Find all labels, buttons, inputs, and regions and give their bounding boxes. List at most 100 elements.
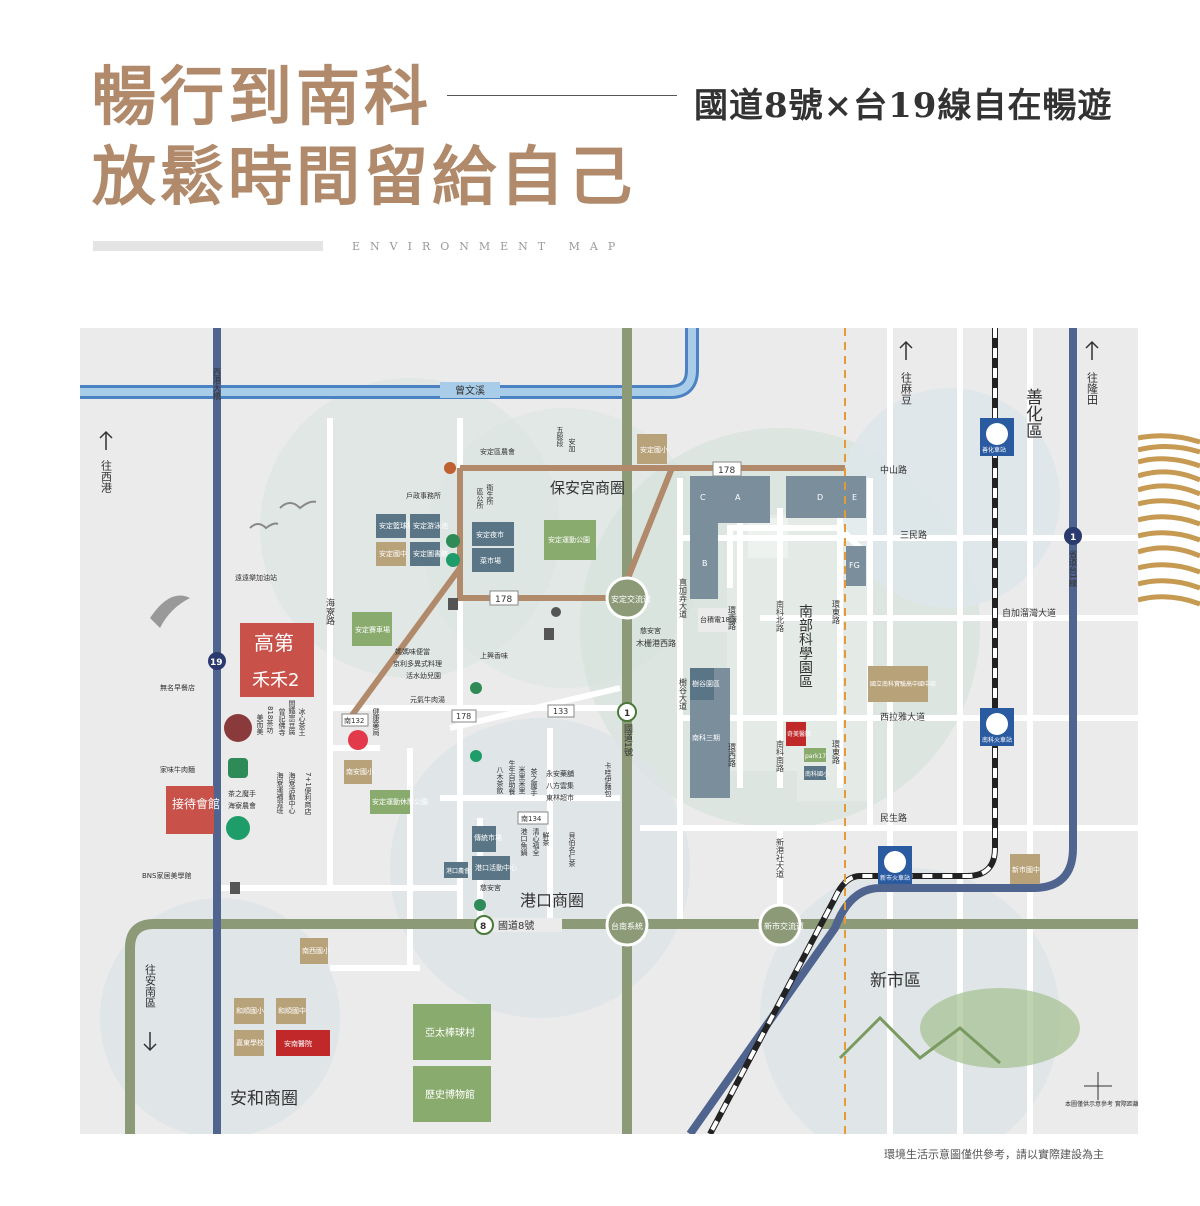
zone-fg (846, 546, 866, 586)
poi-gangkou-farmer (444, 862, 468, 878)
arrow-down-icon (143, 1032, 157, 1052)
poi-shop-g: 海寮活動中心 (288, 771, 296, 814)
district-shanhua: 善化區 (1022, 388, 1043, 439)
road-shield-19 (208, 652, 226, 670)
poi-anding-farmers: 安定區農會 (480, 447, 515, 456)
arrow-up-icon (1085, 340, 1099, 360)
hwy8-shield (474, 915, 494, 935)
hwy1-shield (617, 702, 637, 722)
road-label-1: 1 (1070, 533, 1076, 543)
compass-icon (1084, 1072, 1112, 1100)
interchange-tainan-marker (605, 903, 649, 947)
poi-park17-label: park17 (805, 753, 826, 760)
seven-eleven-icon (474, 899, 486, 911)
road-label-hwy8: 國道8號 (498, 919, 534, 932)
poi-hukou: 戶政事務所 (406, 491, 441, 500)
poi-hejing-junior (276, 998, 306, 1024)
poi-shop-u: 貝伯名仁茶 (568, 832, 576, 867)
decorations: 本圖僅供示意參考 實際距離依現況為主 (150, 500, 1138, 1108)
poi-anding-basketball-label: 安定籃球場 (379, 521, 414, 530)
bird-icon (150, 595, 190, 628)
poi-shop-n: 八木茶飲 (496, 766, 504, 795)
road-shield-178-top (712, 461, 742, 477)
road-label-178-mid: 178 (495, 595, 512, 605)
poi-shop-t: 鮮茶 (542, 831, 550, 846)
road-label-nan132: 南132 (344, 716, 364, 725)
map-canvas: 曾文溪 C (80, 328, 1138, 1134)
poi-district-office: 區公所 (476, 488, 484, 510)
gas-station-icon (448, 598, 458, 610)
poi-shop-v: 卡哇伊麵包 (604, 761, 612, 797)
poi-shop-i: 茶之魔手 (228, 789, 256, 798)
poi-chimei (786, 722, 806, 746)
poi-shop-r: 東林超市 (546, 793, 574, 802)
road-shield-1 (1064, 527, 1082, 545)
hwy8-label-bg (482, 918, 562, 932)
poi-chimei-label: 奇美醫院 (787, 730, 811, 738)
poi-nanan-school-label: 南安國小 (346, 767, 374, 776)
poi-shop-k: 健康藥局 (372, 707, 380, 737)
railway (707, 328, 998, 1134)
poi-shop-d: 818茶坊 (266, 706, 274, 735)
poi-nanxi-school (300, 938, 328, 964)
poi-history-museum (413, 1066, 491, 1122)
hwy1-shield-number: 1 (624, 709, 630, 719)
zone-label-e: E (852, 493, 857, 502)
hwy8-shield-number: 8 (480, 922, 486, 932)
interchange-anding: 安定交流道 (611, 594, 651, 604)
poi-anding-junior (376, 542, 406, 566)
zone-e (846, 476, 866, 518)
road-label-nanke-s: 南科南路 (776, 739, 785, 772)
road-label-sanmin: 三民路 (900, 529, 927, 541)
zone-label-d: D (817, 493, 823, 502)
zone-label-c: C (700, 493, 706, 502)
canal-label-bg (440, 382, 500, 398)
poi-nanke-school (804, 766, 826, 780)
poi-hejing-school-label: 和順國小 (236, 1006, 264, 1015)
poi-vegetable-market-label: 菜市場 (480, 556, 501, 565)
poi-yatai-label: 亞太棒球村 (425, 1026, 475, 1039)
direction-to-longtian: 往隆田 (1086, 371, 1099, 405)
familymart-icon (470, 750, 482, 762)
poi-nanke-exp-label: 國立南科實驗高中國中部 (870, 680, 936, 688)
interchange-xinshi: 新市交流道 (764, 921, 804, 931)
poi-shop-q: 永安藥舖 (546, 769, 574, 778)
road-label-zhenjiapu: 直加弄大道 (679, 577, 688, 619)
poi-history-museum-label: 歷史博物館 (425, 1088, 475, 1101)
road-label-zhongshan: 中山路 (880, 464, 907, 476)
poi-hejing-school (234, 998, 264, 1024)
project-name-bottom: 禾禾2 (252, 670, 299, 691)
poi-shop-e: 美而美 (256, 713, 264, 736)
district-anhe: 安和商圈 (230, 1089, 298, 1109)
district-nanke: 南部科學園區 (797, 604, 813, 688)
poi-xinshi-junior (1010, 854, 1040, 884)
poi-yuanqi: 元氣牛肉湯 (410, 695, 445, 704)
zone-a (718, 476, 770, 523)
poi-shop-w: 慈安宮 (480, 883, 501, 892)
poi-nanan-school (344, 760, 372, 784)
poi-shop-x: 清心福全 (532, 827, 540, 856)
poi-shop-j: 海寮農會 (228, 801, 256, 810)
road-label-133: 133 (553, 707, 568, 716)
seven-eleven-icon (470, 682, 482, 694)
police-icon (224, 714, 252, 742)
road-labels: 178 178 中山路 三民路 木栅港西路 西拉雅大道 民生路 自加溜灣大道 8… (208, 368, 1082, 935)
poi-anding-sportsfield (352, 612, 392, 646)
poi-anding-leisure-label: 安定運動休閒公園 (372, 797, 428, 806)
arrow-up-icon (899, 340, 913, 360)
poi-anding-nightmarket-label: 安定夜市 (476, 530, 504, 539)
project-name-top: 高第 (254, 631, 294, 655)
poi-gangkou-activity-label: 港口活動中心 (475, 863, 517, 872)
poi-gangkou-activity (472, 856, 510, 880)
poi-shop-l: 生生自助餐 (508, 759, 516, 796)
nanke-inner-block (748, 518, 788, 558)
road-label-shengdao1: 省道台1線 (1069, 549, 1078, 587)
poi-taijidian (698, 608, 728, 632)
science-park-zones: C A D E B FG (690, 476, 866, 798)
interchange-tainan: 台南系統 (611, 921, 643, 931)
road-label-muzi: 木栅港西路 (636, 638, 676, 648)
poi-bns: BNS家居美學館 (142, 871, 191, 880)
district-xinshi: 新市區 (870, 971, 921, 991)
interchange-anding-marker (605, 576, 649, 620)
project-block: 高第 禾禾2 接待會館 (166, 623, 314, 834)
